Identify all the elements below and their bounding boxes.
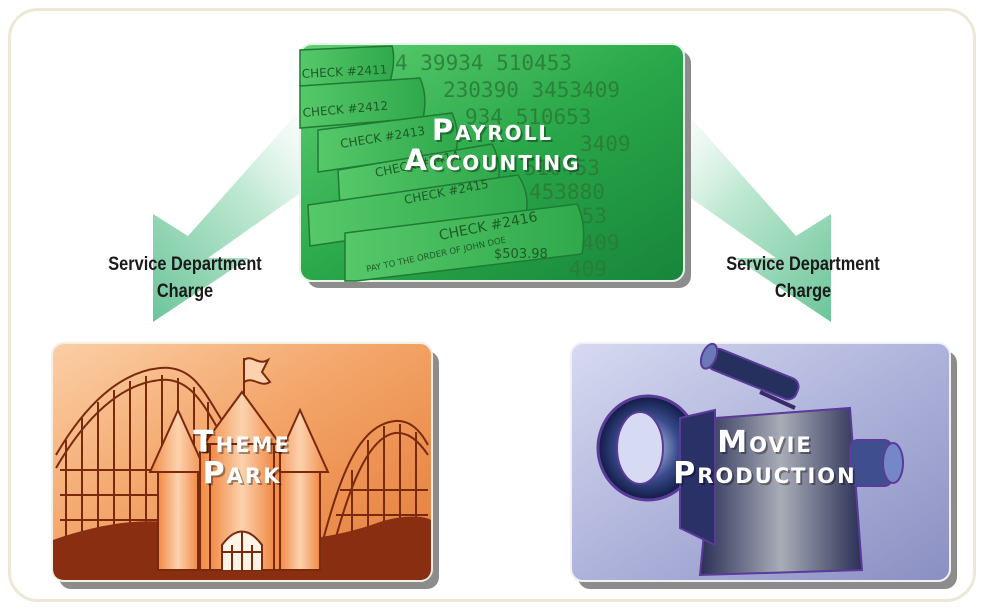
movie-title-line2: Production <box>673 455 857 491</box>
payroll-number-row-1: 4 39934 510453 <box>395 51 572 75</box>
movie-title-line1: Movie <box>717 425 813 460</box>
check-2416 <box>344 203 585 282</box>
arrow-to-theme-park <box>153 110 340 322</box>
edge-label-left: Service Department Charge <box>88 252 282 305</box>
roller-coaster-icon <box>55 366 429 561</box>
edge-label-left-line1: Service Department <box>108 254 262 275</box>
edge-label-right: Service Department Charge <box>706 252 900 305</box>
payroll-accounting-title: Payroll Accounting <box>330 113 655 177</box>
movie-camera-icon <box>596 342 904 577</box>
castle-icon <box>148 357 330 571</box>
check-stack <box>299 45 585 282</box>
edge-label-left-line2: Charge <box>156 280 214 302</box>
theme-park-title: Theme Park <box>132 425 352 491</box>
payroll-number-row-5: 510453 <box>524 156 600 180</box>
check-amount: $503.98 <box>494 247 548 262</box>
check-label-2411: CHECK #2411 <box>301 63 387 81</box>
payroll-card: 4 39934 510453 230390 3453409 934 510653… <box>299 43 691 288</box>
theme-park-card <box>51 342 439 589</box>
payroll-title-line2: Accounting <box>404 142 581 177</box>
payroll-title-line1: Payroll <box>431 113 554 147</box>
edge-label-right-line1: Service Department <box>726 254 880 275</box>
payroll-number-row-3: 934 510653 <box>465 105 591 129</box>
payroll-number-row-4: 3409 <box>580 132 631 156</box>
theme-park-title-line2: Park <box>202 455 282 491</box>
theme-park-title-line1: Theme <box>193 425 291 460</box>
movie-production-card <box>570 342 957 589</box>
payroll-number-row-6: 453880 <box>529 180 605 204</box>
movie-production-title: Movie Production <box>620 425 910 491</box>
payroll-number-row-9: 409 <box>569 257 607 281</box>
payroll-number-row-2: 230390 3453409 <box>443 78 620 102</box>
edge-label-right-line2: Charge <box>774 280 832 302</box>
